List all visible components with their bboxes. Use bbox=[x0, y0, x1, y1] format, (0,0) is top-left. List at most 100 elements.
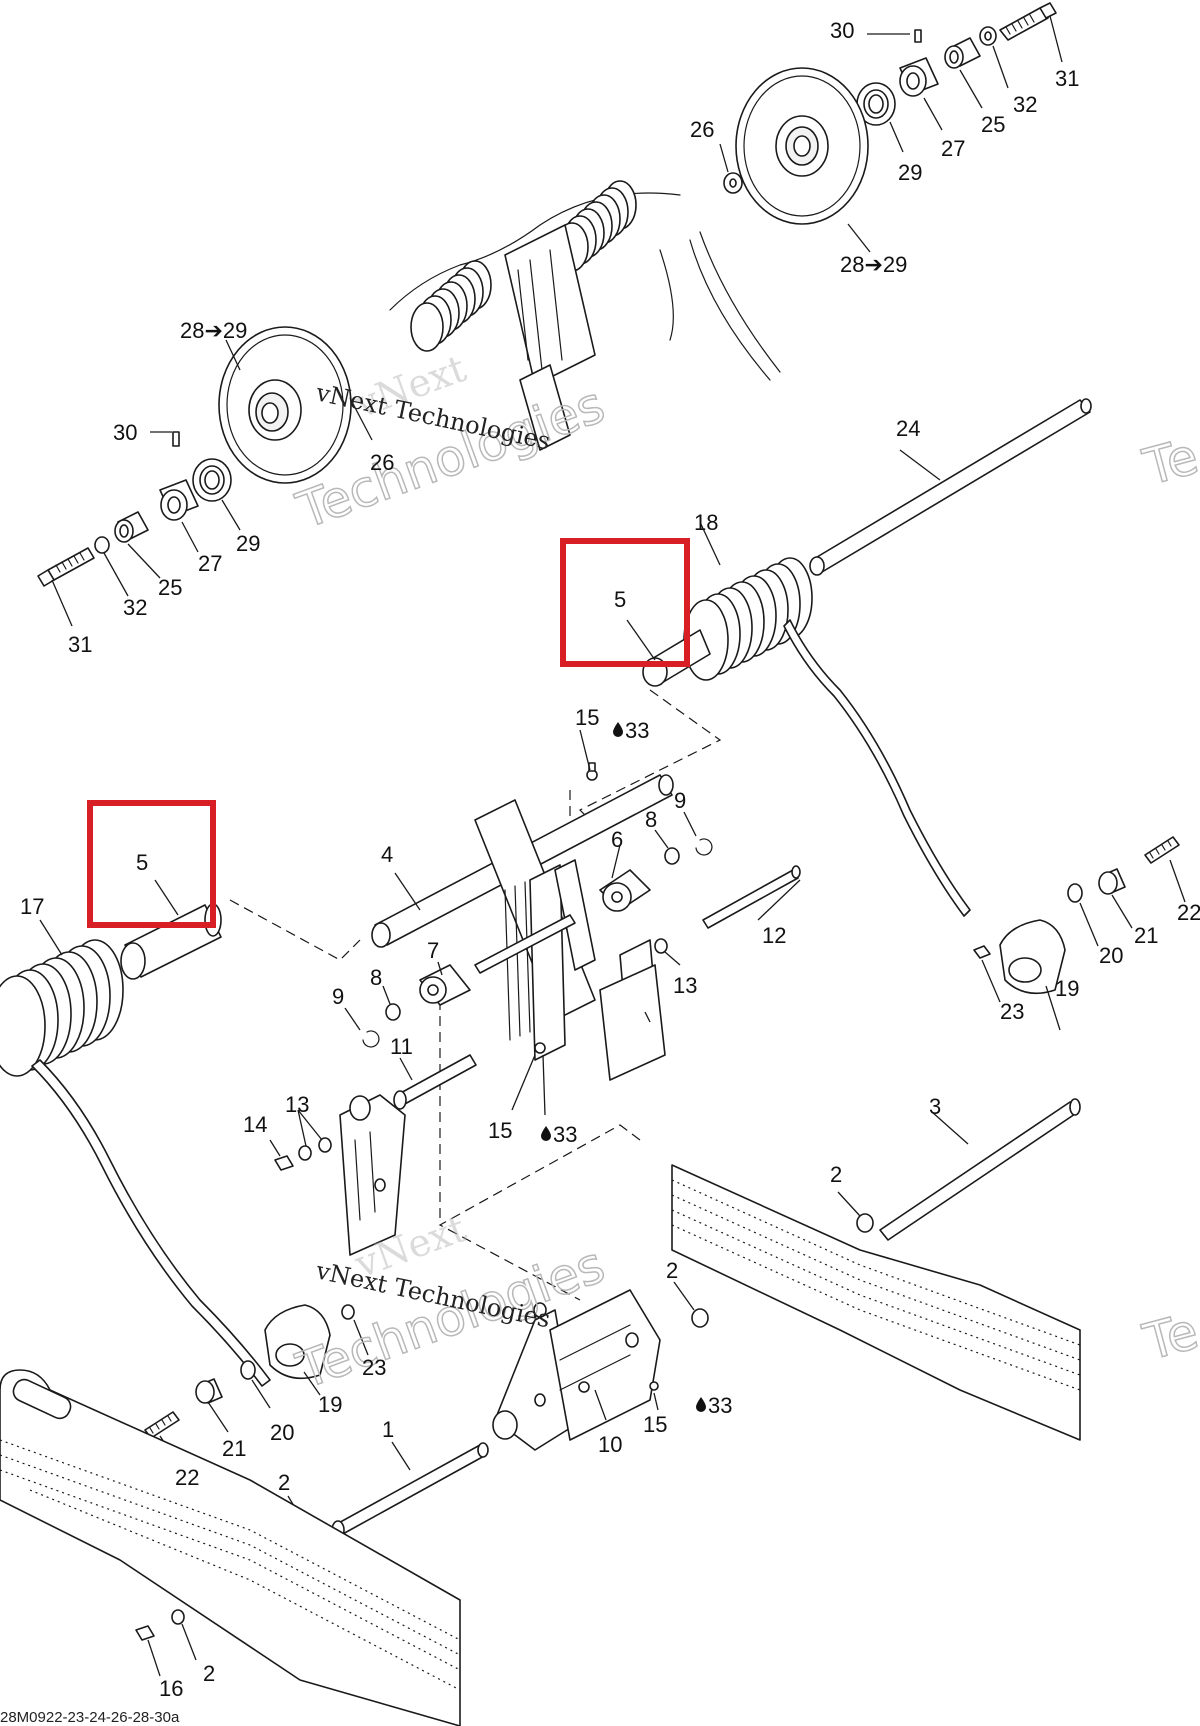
fitting-10 bbox=[578, 1381, 590, 1393]
callout-18: 18 bbox=[694, 510, 718, 535]
left-lower-bracket bbox=[269, 1094, 406, 1256]
svg-text:33: 33 bbox=[553, 1122, 577, 1147]
grease-fitting-15-low bbox=[649, 1381, 659, 1391]
callout-32: 32 bbox=[1013, 92, 1037, 117]
highlight-box-part-5-upper bbox=[560, 538, 690, 667]
washer-13-left-a bbox=[318, 1137, 332, 1153]
nut-23-right bbox=[973, 945, 991, 959]
washer-20-right bbox=[1067, 883, 1083, 903]
watermark-right-upper: Te bbox=[1137, 427, 1200, 497]
callout-11: 11 bbox=[390, 1034, 413, 1059]
callout-5-lower: 5 bbox=[136, 850, 148, 875]
left-stopper-assembly bbox=[144, 1304, 369, 1467]
callout-labels: 30 31 32 25 27 26 29 28➔29 28➔29 30 26 2… bbox=[20, 18, 1200, 1701]
callout-13-left: 13 bbox=[285, 1092, 309, 1117]
bearing-29-top bbox=[856, 82, 896, 126]
callout-2-left-a: 2 bbox=[278, 1470, 290, 1495]
callout-7: 7 bbox=[427, 938, 439, 963]
callout-25-left: 25 bbox=[158, 575, 182, 600]
oil-drop-icon-mid: 33 bbox=[541, 1122, 577, 1147]
callout-8-left: 8 bbox=[370, 965, 382, 990]
upper-right-idler-assembly bbox=[719, 2, 1063, 253]
drawing-reference: 28M0922-23-24-26-28-30a bbox=[0, 1709, 180, 1726]
washer-13-left-b bbox=[298, 1145, 312, 1161]
callout-15-mid: 15 bbox=[488, 1118, 512, 1143]
callout-31: 31 bbox=[1055, 66, 1079, 91]
svg-text:33: 33 bbox=[625, 718, 649, 743]
bolt-31-left bbox=[37, 547, 95, 587]
washer-32-left bbox=[94, 536, 110, 554]
center-spring-bracket-assembly bbox=[389, 180, 781, 451]
callout-30: 30 bbox=[830, 18, 854, 43]
spring-17-assembly bbox=[0, 879, 271, 1387]
left-rail-assembly bbox=[0, 1369, 461, 1726]
highlight-box-part-5-lower bbox=[87, 800, 216, 928]
callout-22-right: 22 bbox=[1177, 900, 1200, 925]
callout-2-left-b: 2 bbox=[203, 1661, 215, 1686]
callout-9-right: 9 bbox=[674, 788, 686, 813]
callout-29-left: 29 bbox=[236, 531, 260, 556]
right-stopper-assembly bbox=[973, 836, 1186, 1031]
screw-22-right bbox=[1144, 836, 1180, 864]
callout-32-left: 32 bbox=[123, 595, 147, 620]
callout-10: 10 bbox=[598, 1432, 622, 1457]
callout-20-left: 20 bbox=[270, 1420, 294, 1445]
callout-27: 27 bbox=[941, 136, 965, 161]
center-frame-assembly bbox=[344, 729, 801, 1116]
washer-20-left bbox=[240, 1360, 256, 1380]
spring-18-assembly bbox=[626, 398, 1092, 917]
oil-drop-icon-low: 33 bbox=[696, 1393, 732, 1418]
washer-2-right-a bbox=[856, 1213, 874, 1233]
oil-drop-icon-top: 33 bbox=[613, 718, 649, 743]
callout-29: 29 bbox=[898, 160, 922, 185]
callout-16: 16 bbox=[159, 1676, 183, 1701]
set-screw-30-top bbox=[914, 29, 922, 43]
callout-1: 1 bbox=[382, 1417, 394, 1442]
set-screw-30-left bbox=[172, 431, 180, 447]
callout-28-29-right: 28➔29 bbox=[840, 252, 907, 277]
callout-20-right: 20 bbox=[1099, 943, 1123, 968]
bushing-25-left bbox=[114, 511, 149, 543]
stopper-block-19-left bbox=[264, 1304, 331, 1380]
bushing-25-top bbox=[944, 37, 981, 69]
callout-14: 14 bbox=[243, 1112, 267, 1137]
circlip-9-left bbox=[362, 1030, 380, 1048]
circlip-9-right bbox=[695, 838, 713, 856]
callout-27-left: 27 bbox=[198, 551, 222, 576]
callout-23-right: 23 bbox=[1000, 999, 1024, 1024]
nut-16 bbox=[135, 1625, 155, 1641]
upper-left-idler-assembly bbox=[37, 326, 373, 627]
callout-23-left: 23 bbox=[362, 1355, 386, 1380]
eye-bushing-7 bbox=[419, 964, 471, 1006]
spacer-21-right bbox=[1098, 868, 1126, 895]
nut-14 bbox=[274, 1155, 294, 1171]
callout-19-left: 19 bbox=[318, 1392, 342, 1417]
callout-31-left: 31 bbox=[68, 632, 92, 657]
callout-25: 25 bbox=[981, 112, 1005, 137]
grease-fitting-15-top bbox=[586, 762, 598, 781]
spacer-27-top bbox=[899, 57, 939, 97]
callout-21-left: 21 bbox=[222, 1436, 246, 1461]
callout-3: 3 bbox=[929, 1094, 941, 1119]
spacer-21-left bbox=[195, 1378, 223, 1404]
idler-wheel-28-left bbox=[218, 326, 352, 484]
callout-17: 17 bbox=[20, 894, 44, 919]
washer-13-right bbox=[654, 938, 668, 954]
callout-2-right-a: 2 bbox=[830, 1162, 842, 1187]
idler-wheel-28-top bbox=[735, 67, 869, 225]
callout-6: 6 bbox=[611, 827, 623, 852]
callout-9-left: 9 bbox=[332, 984, 344, 1009]
callout-26: 26 bbox=[690, 117, 714, 142]
stopper-block-19-right bbox=[999, 919, 1066, 995]
callout-30-left: 30 bbox=[113, 420, 137, 445]
right-rail-assembly bbox=[671, 1098, 1081, 1441]
callout-2-right-b: 2 bbox=[666, 1258, 678, 1283]
callout-22-left: 22 bbox=[175, 1465, 199, 1490]
spacer-27-left bbox=[159, 479, 199, 521]
lower-center-bracket bbox=[287, 1289, 661, 1543]
sleeve-5-lower bbox=[120, 942, 146, 980]
callout-15-top: 15 bbox=[575, 705, 599, 730]
watermark-right-lower: Te bbox=[1137, 1302, 1200, 1372]
callout-21-right: 21 bbox=[1134, 923, 1158, 948]
callout-5-upper: 5 bbox=[614, 587, 626, 612]
